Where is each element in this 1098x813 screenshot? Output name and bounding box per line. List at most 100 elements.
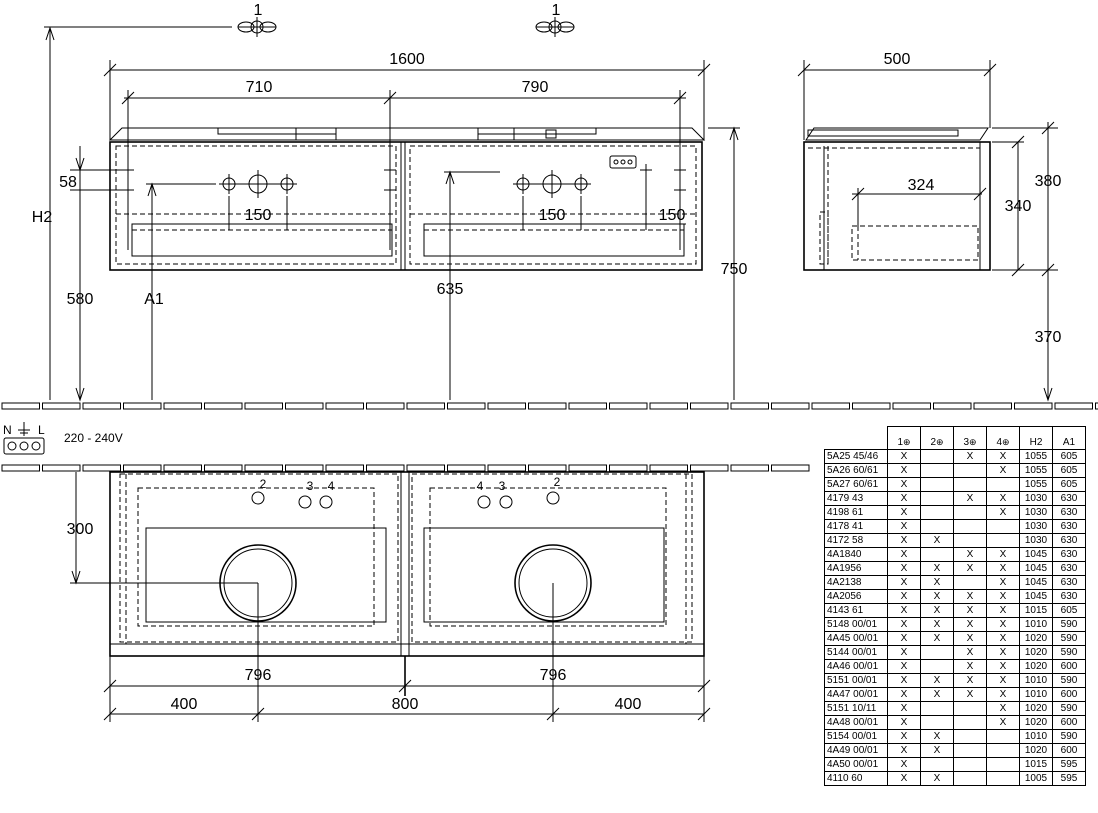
- option-mark-cell: [953, 757, 987, 772]
- label-l: L: [38, 423, 45, 437]
- article-code-cell: 4172 58: [824, 533, 888, 548]
- option-mark-cell: X: [887, 617, 921, 632]
- article-code-cell: 4A1840: [824, 547, 888, 562]
- point-2-right: 2: [554, 475, 561, 489]
- floor-segment: [852, 402, 891, 410]
- option-mark-cell: [920, 645, 954, 660]
- crosshair-icon: ⊕: [1002, 437, 1010, 447]
- article-code-cell: 5154 00/01: [824, 729, 888, 744]
- option-mark-cell: [986, 771, 1020, 786]
- option-mark-cell: [953, 701, 987, 716]
- tap-symbol-right: [535, 17, 575, 37]
- dim-370: 370: [1035, 329, 1062, 346]
- article-code-cell: 4A2138: [824, 575, 888, 590]
- floor-segment: [285, 464, 324, 472]
- option-mark-cell: [986, 743, 1020, 758]
- value-cell: 1045: [1019, 589, 1053, 604]
- option-mark-cell: [953, 477, 987, 492]
- tap-symbol-left: [237, 17, 277, 37]
- value-cell: 1020: [1019, 645, 1053, 660]
- floor-segment: [204, 464, 243, 472]
- option-mark-cell: X: [953, 547, 987, 562]
- option-mark-cell: X: [887, 687, 921, 702]
- dim-58: 58: [59, 174, 77, 191]
- value-cell: 1020: [1019, 631, 1053, 646]
- tap-position-icon: 1: [897, 437, 903, 448]
- option-mark-cell: X: [953, 491, 987, 506]
- value-cell: 630: [1052, 575, 1086, 590]
- option-mark-cell: X: [953, 449, 987, 464]
- label-n: N: [3, 423, 12, 437]
- value-cell: 1015: [1019, 603, 1053, 618]
- value-cell: 630: [1052, 519, 1086, 534]
- dim-150-b: 150: [539, 207, 566, 224]
- label-1-left: 1: [254, 2, 263, 19]
- option-mark-cell: [920, 505, 954, 520]
- value-cell: 630: [1052, 491, 1086, 506]
- option-mark-cell: X: [986, 673, 1020, 688]
- floor-segment: [771, 402, 810, 410]
- option-mark-cell: [920, 491, 954, 506]
- floor-line: [1, 402, 1098, 410]
- value-cell: 600: [1052, 659, 1086, 674]
- option-mark-cell: X: [887, 449, 921, 464]
- table-header-2: 2⊕: [920, 426, 954, 450]
- floor-segment: [649, 402, 688, 410]
- dim-710: 710: [246, 79, 273, 96]
- option-mark-cell: [920, 715, 954, 730]
- column-label: H2: [1029, 437, 1043, 448]
- dim-400-right: 400: [615, 696, 642, 713]
- floor-segment: [123, 464, 162, 472]
- option-mark-cell: X: [887, 631, 921, 646]
- floor-segment: [366, 402, 405, 410]
- crosshair-icon: ⊕: [936, 437, 944, 447]
- label-1-right: 1: [552, 2, 561, 19]
- floor-segment: [973, 402, 1012, 410]
- option-mark-cell: X: [887, 757, 921, 772]
- floor-segment: [447, 464, 486, 472]
- option-mark-cell: X: [887, 659, 921, 674]
- option-mark-cell: X: [953, 617, 987, 632]
- article-code-cell: 4A46 00/01: [824, 659, 888, 674]
- value-cell: 1020: [1019, 715, 1053, 730]
- column-label: A1: [1062, 437, 1076, 448]
- option-mark-cell: [953, 505, 987, 520]
- option-mark-cell: X: [887, 645, 921, 660]
- article-code-cell: 4A47 00/01: [824, 687, 888, 702]
- value-cell: 600: [1052, 715, 1086, 730]
- article-code-cell: 4179 43: [824, 491, 888, 506]
- article-code-cell: 5148 00/01: [824, 617, 888, 632]
- option-mark-cell: X: [986, 631, 1020, 646]
- floor-segment: [568, 464, 607, 472]
- option-mark-cell: X: [953, 589, 987, 604]
- floor-segment: [690, 464, 729, 472]
- value-cell: 605: [1052, 603, 1086, 618]
- option-mark-cell: [953, 743, 987, 758]
- crosshair-icon: ⊕: [903, 437, 911, 447]
- dim-750: 750: [721, 261, 748, 278]
- option-mark-cell: X: [887, 477, 921, 492]
- dim-150-a: 150: [245, 207, 272, 224]
- value-cell: 590: [1052, 645, 1086, 660]
- dim-790: 790: [522, 79, 549, 96]
- option-mark-cell: X: [986, 575, 1020, 590]
- option-mark-cell: X: [986, 547, 1020, 562]
- option-mark-cell: [953, 533, 987, 548]
- option-mark-cell: X: [986, 687, 1020, 702]
- value-cell: 630: [1052, 533, 1086, 548]
- floor-segment: [1, 402, 40, 410]
- crosshair-icon: ⊕: [969, 437, 977, 447]
